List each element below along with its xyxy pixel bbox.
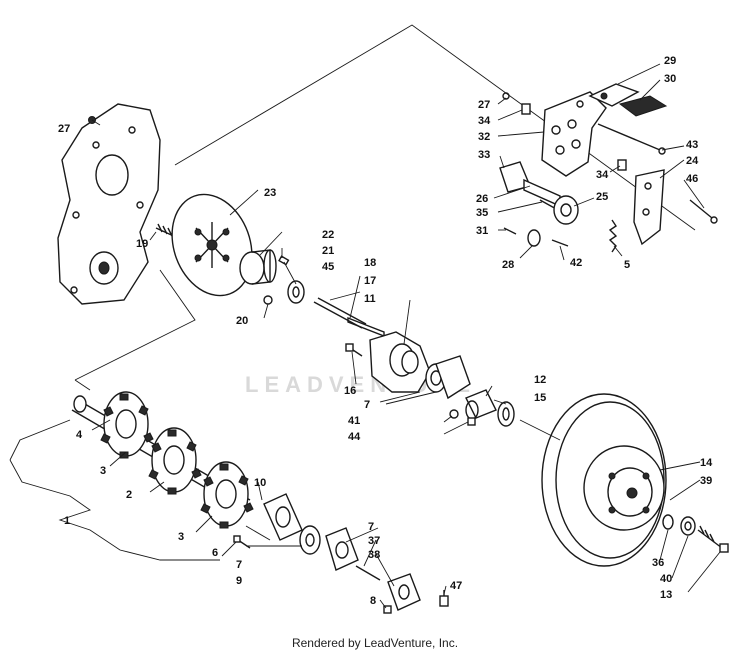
sprocket-4	[100, 391, 154, 459]
callout-16: 16	[344, 385, 356, 397]
callout-47: 47	[450, 580, 462, 592]
callout-44: 44	[348, 431, 361, 443]
render-credit: Rendered by LeadVenture, Inc.	[291, 636, 459, 650]
callout-19: 19	[136, 238, 148, 250]
washer-40	[680, 516, 696, 536]
sprocket-disc-23	[171, 193, 253, 297]
callout-24: 24	[686, 155, 699, 167]
callout-10: 10	[254, 477, 266, 489]
block-29	[588, 83, 640, 107]
nut-44	[467, 417, 476, 426]
callout-27-right: 27	[478, 99, 490, 111]
bolt-37	[355, 565, 381, 581]
callout-7-lower-right: 7	[368, 521, 374, 533]
callout-7-lower-left: 7	[236, 559, 242, 571]
bushing-28	[527, 229, 541, 247]
callout-38: 38	[368, 549, 380, 561]
callout-7-mid: 7	[364, 399, 370, 411]
bushing-34-mid	[617, 159, 627, 171]
block-30	[618, 95, 668, 117]
callout-46: 46	[686, 173, 698, 185]
flange-plate-7-lower	[325, 527, 359, 571]
callout-41: 41	[348, 415, 360, 427]
callout-14: 14	[700, 457, 713, 469]
callout-17: 17	[364, 275, 376, 287]
end-cap-38	[387, 573, 421, 611]
callout-11: 11	[364, 293, 376, 305]
callout-42: 42	[570, 257, 582, 269]
washer-45	[287, 280, 305, 304]
callout-34-top: 34	[478, 115, 491, 127]
bearing-9	[299, 525, 321, 555]
spring-5	[608, 219, 618, 253]
callout-3-lower: 3	[178, 531, 184, 543]
pin-17	[347, 316, 385, 338]
mounting-plate-24	[633, 169, 665, 246]
callout-26: 26	[476, 193, 488, 205]
callout-30: 30	[664, 73, 676, 85]
callout-20: 20	[236, 315, 248, 327]
hub-22	[239, 249, 277, 285]
callout-18: 18	[364, 257, 376, 269]
callout-6: 6	[212, 547, 218, 559]
belt-line	[519, 419, 561, 441]
leader-lines	[9, 63, 721, 609]
callout-5: 5	[624, 259, 630, 271]
callout-3-upper: 3	[100, 465, 106, 477]
assembly-outline	[74, 24, 696, 391]
callout-2: 2	[126, 489, 132, 501]
callout-1: 1	[64, 515, 70, 527]
callout-27-left: 27	[58, 123, 70, 135]
callout-13: 13	[660, 589, 672, 601]
callout-4: 4	[76, 429, 83, 441]
sprocket-3	[200, 461, 254, 529]
callout-21: 21	[322, 245, 334, 257]
key-21	[278, 255, 290, 266]
bearing-housing-11	[369, 331, 431, 393]
callout-25: 25	[596, 191, 608, 203]
callout-23: 23	[264, 187, 276, 199]
callout-33: 33	[478, 149, 490, 161]
washer-15	[497, 401, 515, 427]
bolt-31	[503, 227, 517, 235]
nut-8	[383, 605, 392, 614]
callout-8: 8	[370, 595, 376, 607]
callout-36: 36	[652, 557, 664, 569]
callout-43: 43	[686, 139, 698, 151]
bolt-46	[689, 199, 718, 224]
bracket-32	[541, 91, 607, 177]
callout-28: 28	[502, 259, 514, 271]
callout-15: 15	[534, 392, 546, 404]
callout-40: 40	[660, 573, 672, 585]
pin-42	[551, 239, 569, 247]
flange-plate-mid	[435, 355, 471, 400]
callout-34-mid: 34	[596, 169, 609, 181]
sprocket-2	[148, 427, 202, 495]
callout-45: 45	[322, 261, 334, 273]
nut-20	[263, 295, 273, 305]
bolt-6	[233, 535, 251, 549]
bolt-27-right	[502, 92, 510, 100]
bolt-43	[597, 123, 666, 155]
washer-36	[662, 514, 674, 530]
pulley-14	[541, 393, 667, 567]
callout-35: 35	[476, 207, 488, 219]
bolt-13	[697, 525, 729, 553]
idler-wheel-25	[553, 195, 579, 225]
flange-plate-lower	[263, 493, 303, 541]
callout-32: 32	[478, 131, 490, 143]
callout-29: 29	[664, 55, 676, 67]
callout-22: 22	[322, 229, 334, 241]
callout-12: 12	[534, 374, 546, 386]
bolt-16	[345, 343, 363, 357]
bushing-34-top	[521, 103, 531, 115]
callout-39: 39	[700, 475, 712, 487]
chaincase-housing	[57, 103, 161, 305]
washer-41	[449, 409, 459, 419]
callout-37: 37	[368, 535, 380, 547]
shaft-18	[313, 297, 367, 329]
callout-31: 31	[476, 225, 488, 237]
callout-9: 9	[236, 575, 242, 587]
